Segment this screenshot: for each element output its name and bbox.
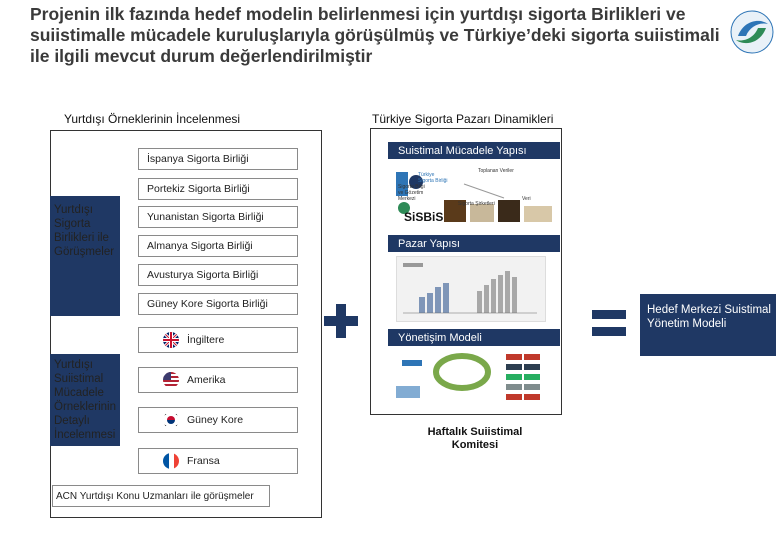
us-flag-icon	[163, 372, 179, 388]
birlik-item: Avusturya Sigorta Birliği	[138, 264, 298, 286]
tbb-label: Türkiye Sigorta Birliği	[418, 172, 448, 184]
birlik-item: Almanya Sigorta Birliği	[138, 235, 298, 257]
weekly-committee-label: Haftalık Suiistimal Komitesi	[427, 426, 523, 451]
country-label: Amerika	[187, 374, 226, 386]
country-item: Amerika	[138, 367, 298, 393]
market-chart-thumbnail	[396, 256, 546, 322]
veri-label: Veri	[522, 196, 531, 202]
birlik-item: İspanya Sigorta Birliği	[138, 148, 298, 170]
birlik-group-label: Yurtdışı Sigorta Birlikleri ile Görüşmel…	[54, 204, 115, 258]
acn-experts-box: ACN Yurtdışı Konu Uzmanları ile görüşmel…	[52, 485, 270, 507]
birlik-item: Portekiz Sigorta Birliği	[138, 178, 298, 200]
page-title: Projenin ilk fazında hedef modelin belir…	[30, 4, 720, 66]
left-section-header: Yurtdışı Örneklerinin İncelenmesi	[64, 112, 241, 126]
country-item: Güney Kore	[138, 407, 298, 433]
sigorta-sirketleri-label: Sigorta Şirketleri	[458, 201, 495, 207]
sisbis-label: SiSBiS	[404, 210, 444, 224]
plus-icon	[322, 302, 360, 340]
target-model-box	[640, 294, 776, 356]
governance-model-header: Yönetişim Modeli	[388, 329, 560, 346]
company-logo	[730, 10, 774, 54]
suiistimal-structure-header: Suistimal Mücadele Yapısı	[388, 142, 560, 159]
sigorta-bilgi-label: Sigorta Bilgi ve Gözetim Merkezi	[398, 184, 425, 202]
right-section-header: Türkiye Sigorta Pazarı Dinamikleri	[372, 112, 554, 126]
market-structure-header: Pazar Yapısı	[388, 235, 560, 252]
country-item: İngiltere	[138, 327, 298, 353]
toplanan-veriler-label: Toplanan Veriler	[478, 168, 514, 174]
france-flag-icon	[163, 453, 179, 469]
equals-icon	[592, 310, 626, 336]
country-label: Güney Kore	[187, 414, 244, 426]
fraud-group-bar	[50, 354, 120, 446]
birlik-group-bar	[50, 196, 120, 316]
country-item: Fransa	[138, 448, 298, 474]
birlik-item: Güney Kore Sigorta Birliği	[138, 293, 298, 315]
country-label: Fransa	[187, 455, 220, 467]
country-label: İngiltere	[187, 334, 225, 346]
target-model-label: Hedef Merkezi Suistimal Yönetim Modeli	[647, 304, 771, 330]
fraud-group-label: Yurtdışı Suiistimal Mücadele Örneklerini…	[54, 359, 116, 441]
birlik-item: Yunanistan Sigorta Birliği	[138, 206, 298, 228]
south-korea-flag-icon	[163, 412, 179, 428]
uk-flag-icon	[163, 332, 179, 348]
fraud-structure-diagram	[394, 164, 556, 232]
governance-diagram	[392, 350, 552, 408]
